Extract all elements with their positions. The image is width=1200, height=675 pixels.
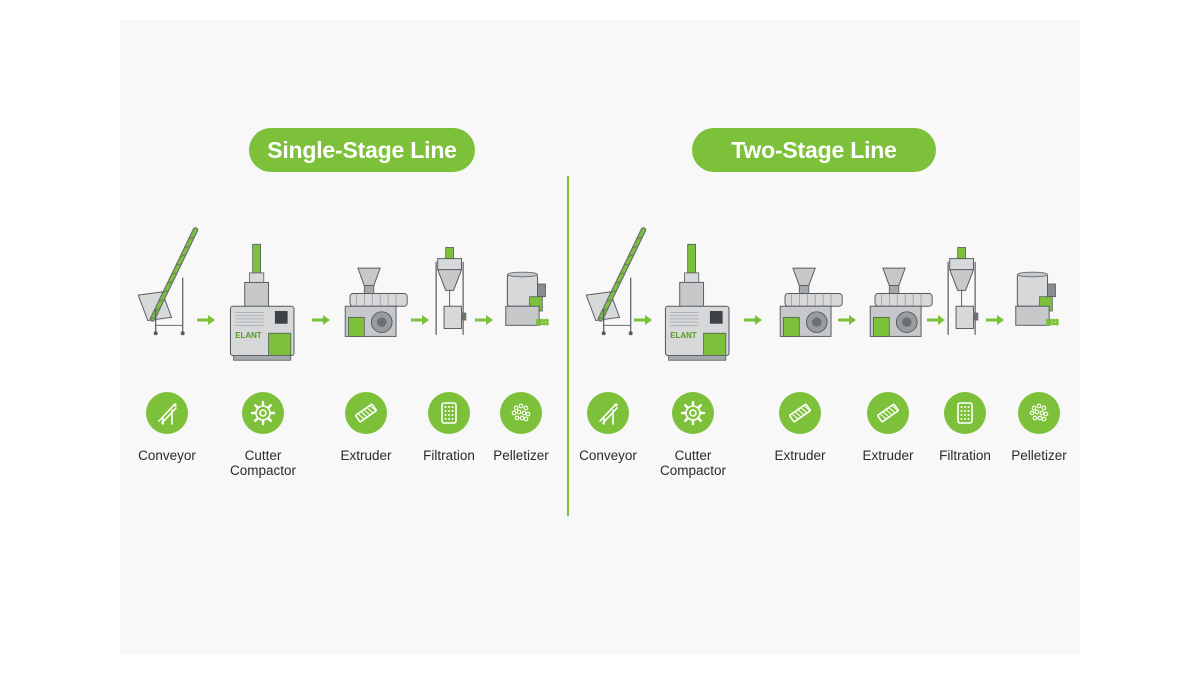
conveyor-icon [146, 392, 188, 434]
flow-arrow-icon [837, 313, 857, 327]
step-label: Extruder [774, 448, 826, 463]
machine-extruder [862, 230, 942, 365]
flow-arrow-icon [410, 313, 430, 327]
step-label: Filtration [939, 448, 991, 463]
svg-text:ELANT: ELANT [235, 331, 262, 340]
flow-arrow-icon [985, 313, 1005, 327]
filter-screen-icon [944, 392, 986, 434]
svg-text:ELANT: ELANT [670, 331, 697, 340]
step-label: Conveyor [138, 448, 196, 463]
step-label: Pelletizer [493, 448, 549, 463]
flow-arrow-icon [311, 313, 331, 327]
step-label: Pelletizer [1011, 448, 1067, 463]
pellets-icon [1018, 392, 1060, 434]
machine-filtration [432, 230, 472, 365]
machine-cutter-compactor: ELANT [222, 230, 304, 365]
flow-arrow-icon [196, 313, 216, 327]
conveyor-icon [587, 392, 629, 434]
machine-conveyor [578, 227, 658, 365]
flow-arrow-icon [743, 313, 763, 327]
step-label: Filtration [423, 448, 475, 463]
flow-arrow-icon [926, 313, 946, 327]
machine-extruder [772, 230, 852, 365]
machine-filtration [944, 230, 984, 365]
step-label: Conveyor [579, 448, 637, 463]
machine-conveyor [130, 227, 210, 365]
extruder-screw-icon [345, 392, 387, 434]
section-divider [567, 176, 569, 516]
flow-arrow-icon [474, 313, 494, 327]
machine-pelletizer [1010, 230, 1066, 365]
machine-pelletizer [500, 230, 556, 365]
cutter-gear-icon [672, 392, 714, 434]
flow-arrow-icon [633, 313, 653, 327]
step-label: Extruder [340, 448, 392, 463]
extruder-screw-icon [779, 392, 821, 434]
machine-extruder [337, 230, 417, 365]
filter-screen-icon [428, 392, 470, 434]
cutter-gear-icon [242, 392, 284, 434]
two-stage-title: Two-Stage Line [692, 128, 936, 172]
step-label: Extruder [862, 448, 914, 463]
machine-cutter-compactor: ELANT [657, 230, 739, 365]
single-stage-title: Single-Stage Line [249, 128, 475, 172]
pellets-icon [500, 392, 542, 434]
extruder-screw-icon [867, 392, 909, 434]
